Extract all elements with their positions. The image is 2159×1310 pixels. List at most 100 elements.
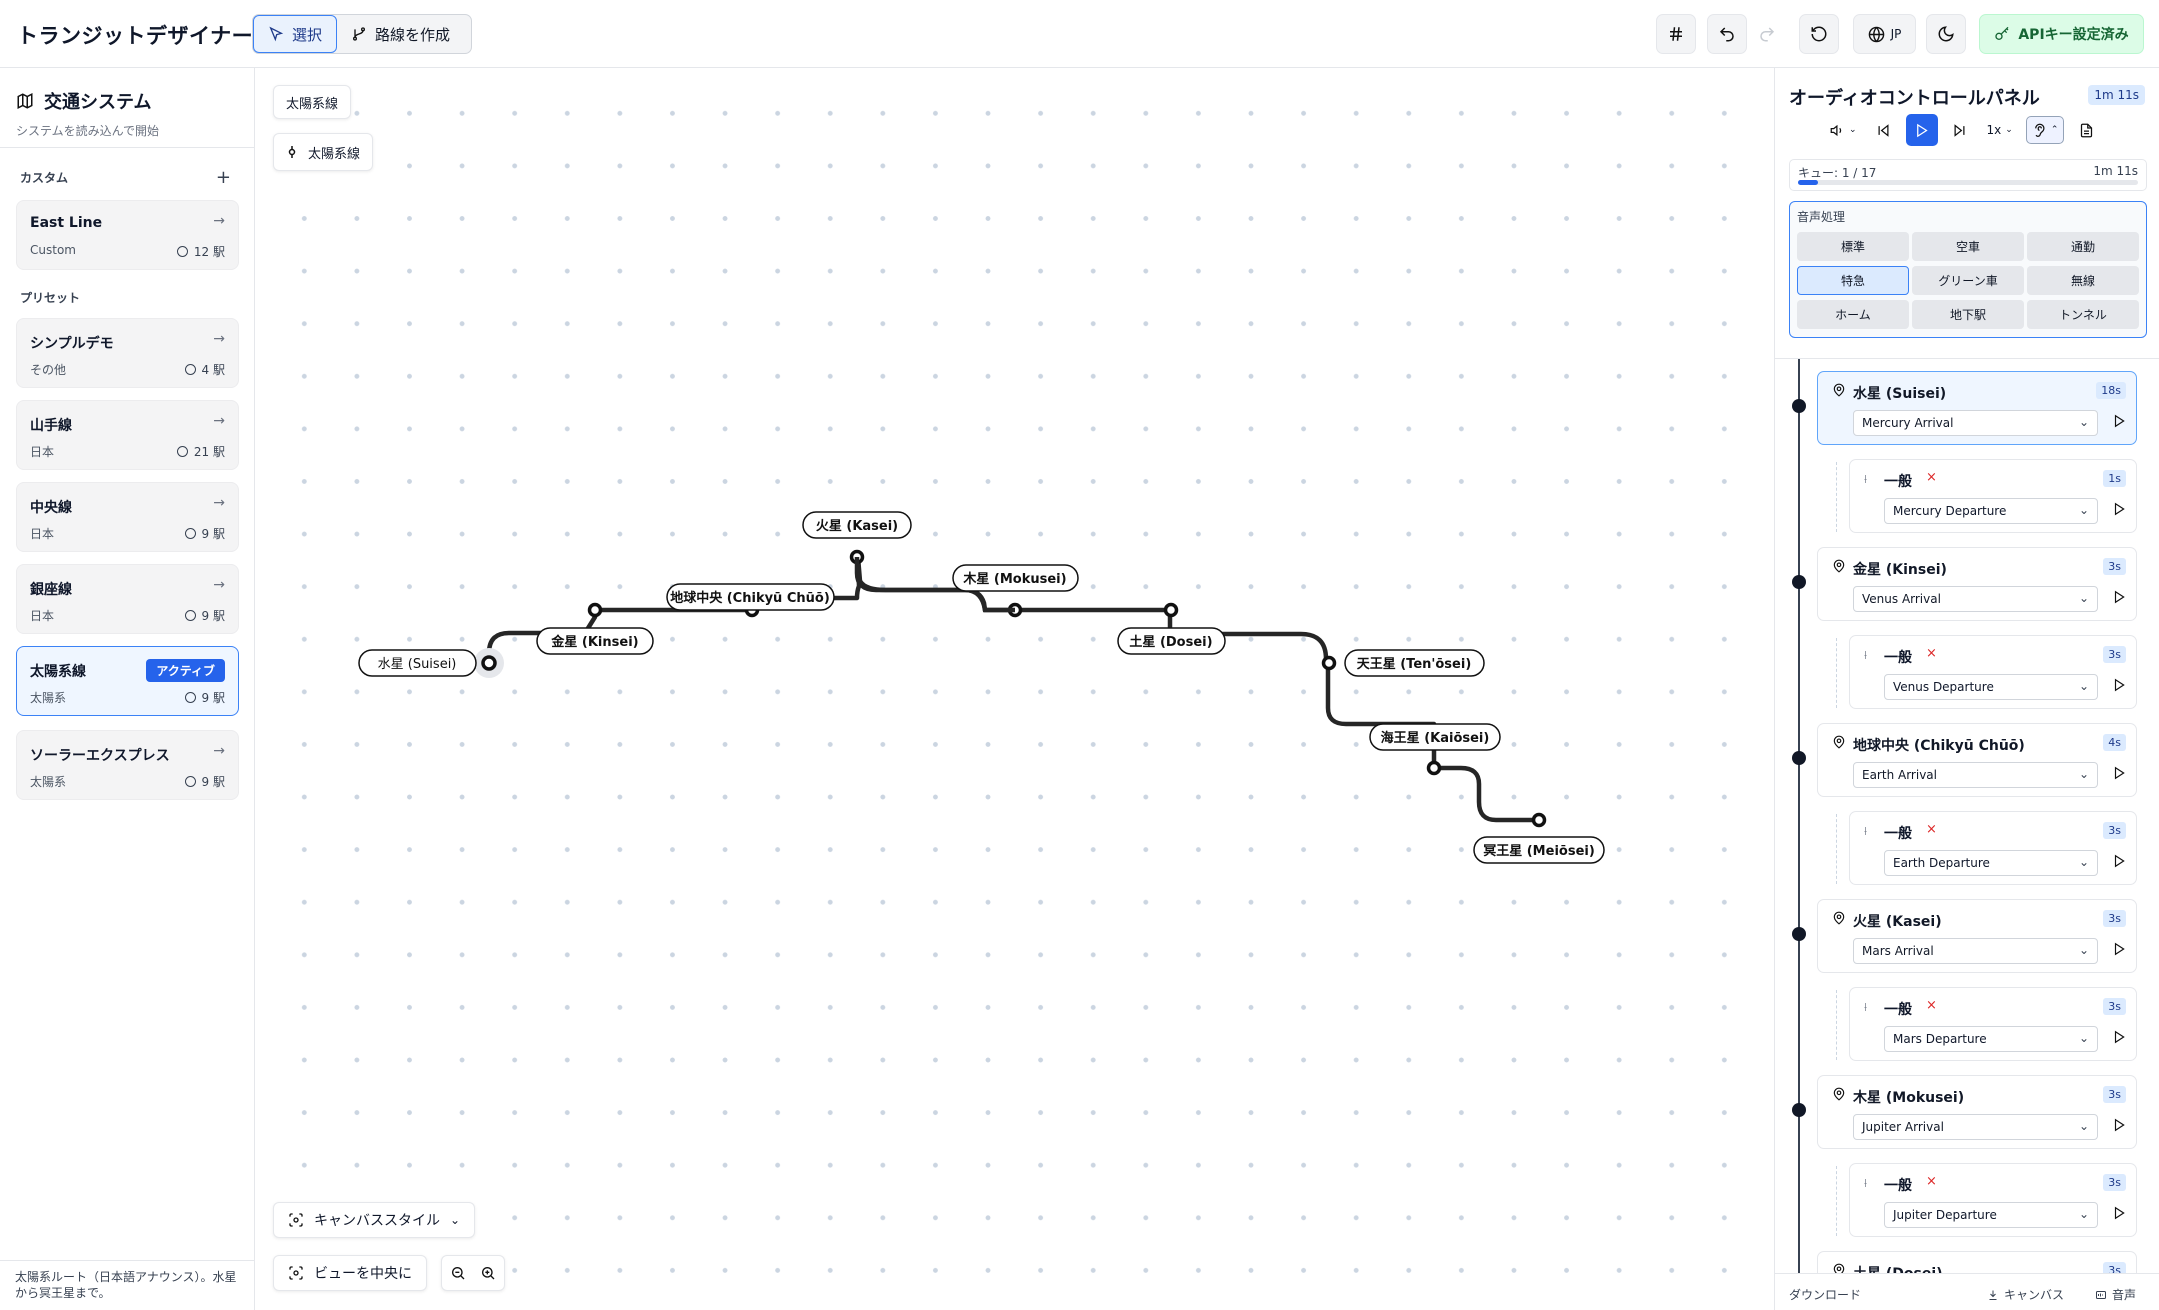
play-button[interactable] <box>1905 114 1938 146</box>
station-marker-kinsei[interactable] <box>587 602 603 618</box>
system-card-simple-demo[interactable]: シンプルデモ → その他 4 駅 <box>16 318 239 388</box>
line-chip[interactable]: 太陽系線 <box>273 133 374 171</box>
departure-card-kinsei[interactable]: ⟊ 一般 × 3s Venus Departure⌄ <box>1836 635 2137 709</box>
arrival-audio-select[interactable]: Earth Arrival⌄ <box>1853 762 2098 788</box>
station-marker-suisei[interactable] <box>481 655 497 671</box>
arrival-audio-select[interactable]: Venus Arrival⌄ <box>1853 586 2098 612</box>
volume-button[interactable]: ⌄ <box>1825 116 1862 144</box>
preset-green-car-button[interactable]: グリーン車 <box>1912 266 2024 295</box>
play-icon[interactable] <box>2112 1118 2126 1132</box>
departure-card-mokusei[interactable]: ⟊ 一般 × 3s Jupiter Departure⌄ <box>1836 1163 2137 1237</box>
map-icon <box>17 93 33 109</box>
play-icon[interactable] <box>2112 942 2126 956</box>
system-card-chuo[interactable]: 中央線 → 日本 9 駅 <box>16 482 239 552</box>
departure-audio-select[interactable]: Mars Departure⌄ <box>1884 1026 2098 1052</box>
queue-progress-bar[interactable] <box>1798 180 2138 185</box>
play-icon[interactable] <box>2112 766 2126 780</box>
theme-toggle-button[interactable] <box>1926 14 1966 54</box>
transit-map[interactable]: 水星 (Suisei) 金星 (Kinsei) 地球中央 (Chikyū Chū… <box>256 68 1774 1310</box>
remove-icon[interactable]: × <box>1926 1174 1937 1189</box>
station-label-meiosei[interactable]: 冥王星 (Meiōsei) <box>1473 836 1605 864</box>
station-label-kaiosei[interactable]: 海王星 (Kaiōsei) <box>1369 723 1501 751</box>
grid-toggle-button[interactable] <box>1656 14 1696 54</box>
download-canvas-button[interactable]: キャンバス <box>1987 1286 2064 1303</box>
departure-card-chikyu[interactable]: ⟊ 一般 × 3s Earth Departure⌄ <box>1836 811 2137 885</box>
station-label-mokusei[interactable]: 木星 (Mokusei) <box>952 564 1079 592</box>
previous-button[interactable] <box>1870 116 1898 144</box>
system-card-yamanote[interactable]: 山手線 → 日本 21 駅 <box>16 400 239 470</box>
map-canvas[interactable]: 水星 (Suisei) 金星 (Kinsei) 地球中央 (Chikyū Chū… <box>256 68 1774 1310</box>
arrival-audio-select[interactable]: Jupiter Arrival⌄ <box>1853 1114 2098 1140</box>
station-label-tenosei[interactable]: 天王星 (Ten'ōsei) <box>1344 649 1485 677</box>
zoom-in-icon[interactable] <box>480 1265 496 1281</box>
station-label-chikyu[interactable]: 地球中央 (Chikyū Chūō) <box>666 583 835 611</box>
station-label-kinsei[interactable]: 金星 (Kinsei) <box>536 627 654 655</box>
reset-button[interactable] <box>1799 14 1839 54</box>
system-card-ginza[interactable]: 銀座線 → 日本 9 駅 <box>16 564 239 634</box>
station-marker-meiosei[interactable] <box>1531 812 1547 828</box>
station-label-dosei[interactable]: 土星 (Dosei) <box>1117 627 1226 655</box>
preset-express-button[interactable]: 特急 <box>1797 266 1909 295</box>
transcript-button[interactable] <box>2072 116 2100 144</box>
undo-button[interactable] <box>1707 14 1747 54</box>
departure-card-suisei[interactable]: ⟊ 一般 × 1s Mercury Departure⌄ <box>1836 459 2137 533</box>
remove-icon[interactable]: × <box>1926 998 1937 1013</box>
preset-platform-button[interactable]: ホーム <box>1797 300 1909 329</box>
download-audio-button[interactable]: 音声 <box>2095 1286 2136 1303</box>
arrival-audio-select[interactable]: Mars Arrival⌄ <box>1853 938 2098 964</box>
arrival-card-suisei[interactable]: 水星 (Suisei) 18s Mercury Arrival⌄ <box>1817 371 2137 445</box>
redo-button[interactable] <box>1747 14 1787 54</box>
queue-label: キュー: 1 / 17 <box>1798 166 1877 180</box>
system-card-solar-express[interactable]: ソーラーエクスプレス → 太陽系 9 駅 <box>16 730 239 800</box>
station-marker-tenosei[interactable] <box>1321 655 1337 671</box>
next-button[interactable] <box>1946 116 1974 144</box>
play-icon[interactable] <box>2112 502 2126 516</box>
chevron-up-icon: ⌃ <box>2050 125 2059 135</box>
add-custom-icon[interactable]: + <box>215 166 231 188</box>
create-line-mode-button[interactable]: 路線を作成 <box>337 15 464 53</box>
station-label-suisei[interactable]: 水星 (Suisei) <box>358 649 477 677</box>
voice-select[interactable]: ⌃ <box>2025 116 2065 144</box>
speed-select[interactable]: 1x ⌄ <box>1982 116 2018 144</box>
line-path[interactable] <box>486 554 1542 823</box>
arrival-audio-select[interactable]: Mercury Arrival⌄ <box>1853 410 2098 436</box>
zoom-out-icon[interactable] <box>450 1265 466 1281</box>
departure-audio-select[interactable]: Mercury Departure⌄ <box>1884 498 2098 524</box>
departure-audio-select[interactable]: Earth Departure⌄ <box>1884 850 2098 876</box>
select-mode-button[interactable]: 選択 <box>253 15 338 53</box>
play-icon[interactable] <box>2112 1030 2126 1044</box>
preset-standard-button[interactable]: 標準 <box>1797 232 1909 261</box>
preset-commute-button[interactable]: 通勤 <box>2027 232 2139 261</box>
announcement-timeline[interactable]: 水星 (Suisei) 18s Mercury Arrival⌄ ⟊ 一般 × … <box>1775 358 2159 1273</box>
center-view-button[interactable]: ビューを中央に <box>273 1255 427 1291</box>
arrival-card-kasei[interactable]: 火星 (Kasei) 3s Mars Arrival⌄ <box>1817 899 2137 973</box>
preset-underground-button[interactable]: 地下駅 <box>1912 300 2024 329</box>
preset-empty-button[interactable]: 空車 <box>1912 232 2024 261</box>
departure-audio-select[interactable]: Jupiter Departure⌄ <box>1884 1202 2098 1228</box>
play-icon[interactable] <box>2112 590 2126 604</box>
system-card-solar-line[interactable]: 太陽系線 アクティブ 太陽系 9 駅 <box>16 646 239 716</box>
departure-audio-select[interactable]: Venus Departure⌄ <box>1884 674 2098 700</box>
station-label-kasei[interactable]: 火星 (Kasei) <box>802 511 912 539</box>
play-icon[interactable] <box>2112 678 2126 692</box>
arrival-card-chikyu[interactable]: 地球中央 (Chikyū Chūō) 4s Earth Arrival⌄ <box>1817 723 2137 797</box>
arrival-card-kinsei[interactable]: 金星 (Kinsei) 3s Venus Arrival⌄ <box>1817 547 2137 621</box>
preset-tunnel-button[interactable]: トンネル <box>2027 300 2139 329</box>
station-marker-kaiosei[interactable] <box>1426 760 1442 776</box>
preset-radio-button[interactable]: 無線 <box>2027 266 2139 295</box>
system-card-east-line[interactable]: East Line → Custom 12 駅 <box>16 200 239 270</box>
departure-card-kasei[interactable]: ⟊ 一般 × 3s Mars Departure⌄ <box>1836 987 2137 1061</box>
remove-icon[interactable]: × <box>1926 822 1937 837</box>
language-button[interactable]: JP <box>1853 14 1916 54</box>
arrival-card-dosei[interactable]: 土星 (Dosei) 3s <box>1817 1251 2137 1273</box>
play-icon[interactable] <box>2112 1206 2126 1220</box>
system-region: その他 <box>30 363 67 377</box>
remove-icon[interactable]: × <box>1926 646 1937 661</box>
station-marker-dosei[interactable] <box>1163 602 1179 618</box>
remove-icon[interactable]: × <box>1926 470 1937 485</box>
canvas-style-button[interactable]: キャンバススタイル ⌄ <box>273 1202 476 1238</box>
api-key-button[interactable]: APIキー設定済み <box>1979 14 2144 54</box>
arrival-card-mokusei[interactable]: 木星 (Mokusei) 3s Jupiter Arrival⌄ <box>1817 1075 2137 1149</box>
play-icon[interactable] <box>2112 854 2126 868</box>
play-icon[interactable] <box>2112 414 2126 428</box>
